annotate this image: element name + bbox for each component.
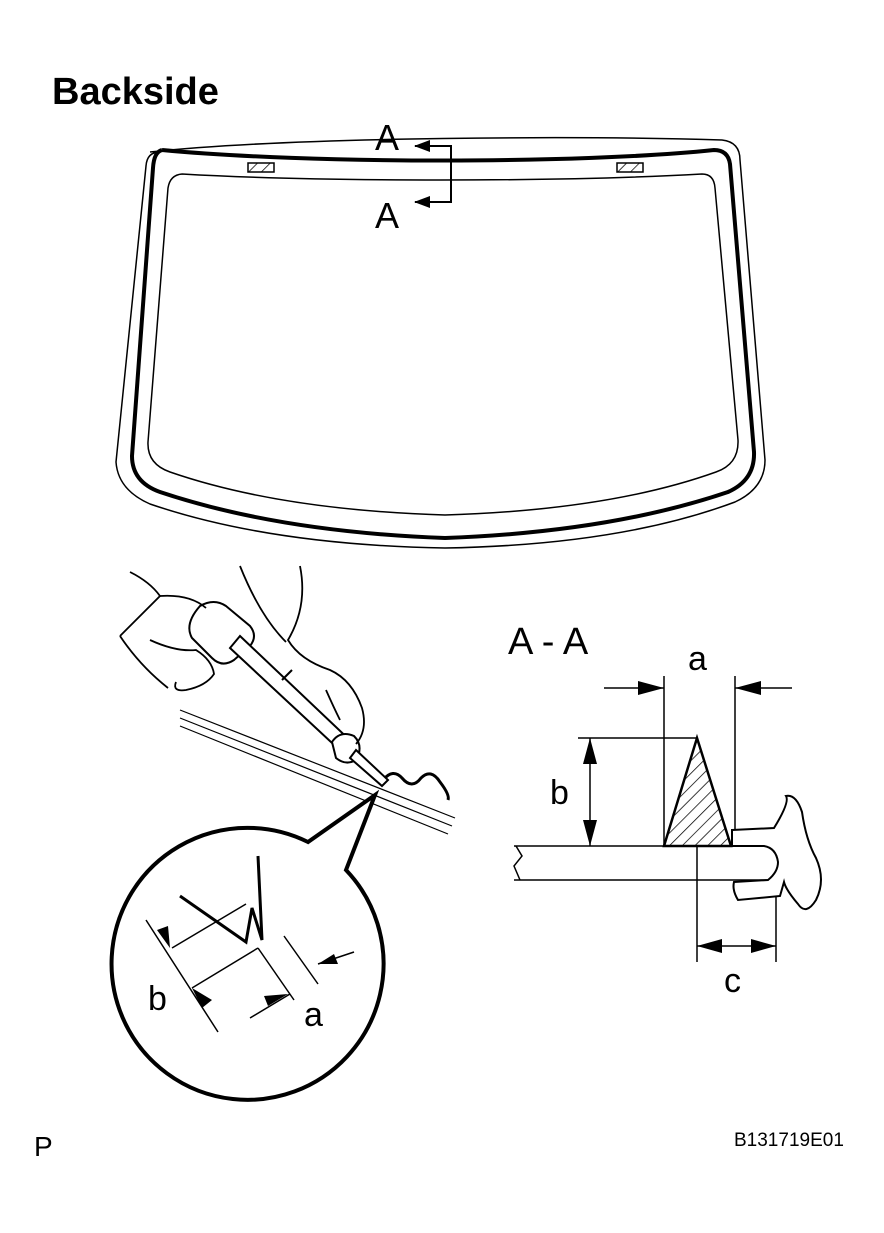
urethane-bead-section — [662, 733, 733, 848]
adhesive-bead-line — [129, 147, 757, 541]
section-dim-c-arrows — [697, 939, 776, 953]
magnifier-bubble — [109, 789, 386, 1102]
magnifier-dim-b: b — [148, 980, 167, 1018]
section-dim-b-arrows — [583, 738, 597, 846]
magnifier-arrows — [157, 926, 338, 1008]
mount-clip-left — [247, 162, 275, 173]
section-cut-indicator — [414, 140, 452, 208]
urethane-bead — [381, 772, 450, 801]
windshield-glass — [115, 137, 766, 549]
section-dim-a-arrows — [638, 681, 761, 695]
section-dim-c-label: c — [724, 962, 741, 1000]
section-marker-top: A — [375, 117, 399, 158]
glass-edge-lines — [179, 709, 456, 835]
mount-clip-right — [616, 162, 644, 173]
bead-zigzag-profile — [179, 855, 264, 945]
figure-id: B131719E01 — [734, 1130, 844, 1151]
magnifier-dim-a: a — [304, 996, 323, 1034]
section-marker-bottom: A — [375, 195, 399, 236]
molding-dam — [731, 794, 822, 911]
section-dim-b-label: b — [550, 774, 569, 812]
glass-outer-edge — [115, 137, 766, 549]
footer-left-code: P — [34, 1131, 53, 1162]
heading-backside: Backside — [52, 71, 219, 113]
hand-left — [119, 571, 215, 692]
section-dim-a-label: a — [688, 640, 707, 678]
section-title: A - A — [508, 621, 589, 663]
caulking-gun — [188, 601, 390, 788]
ceramic-inner-line — [147, 173, 739, 516]
glass-panel-section — [513, 845, 776, 881]
hand-right — [239, 565, 365, 745]
